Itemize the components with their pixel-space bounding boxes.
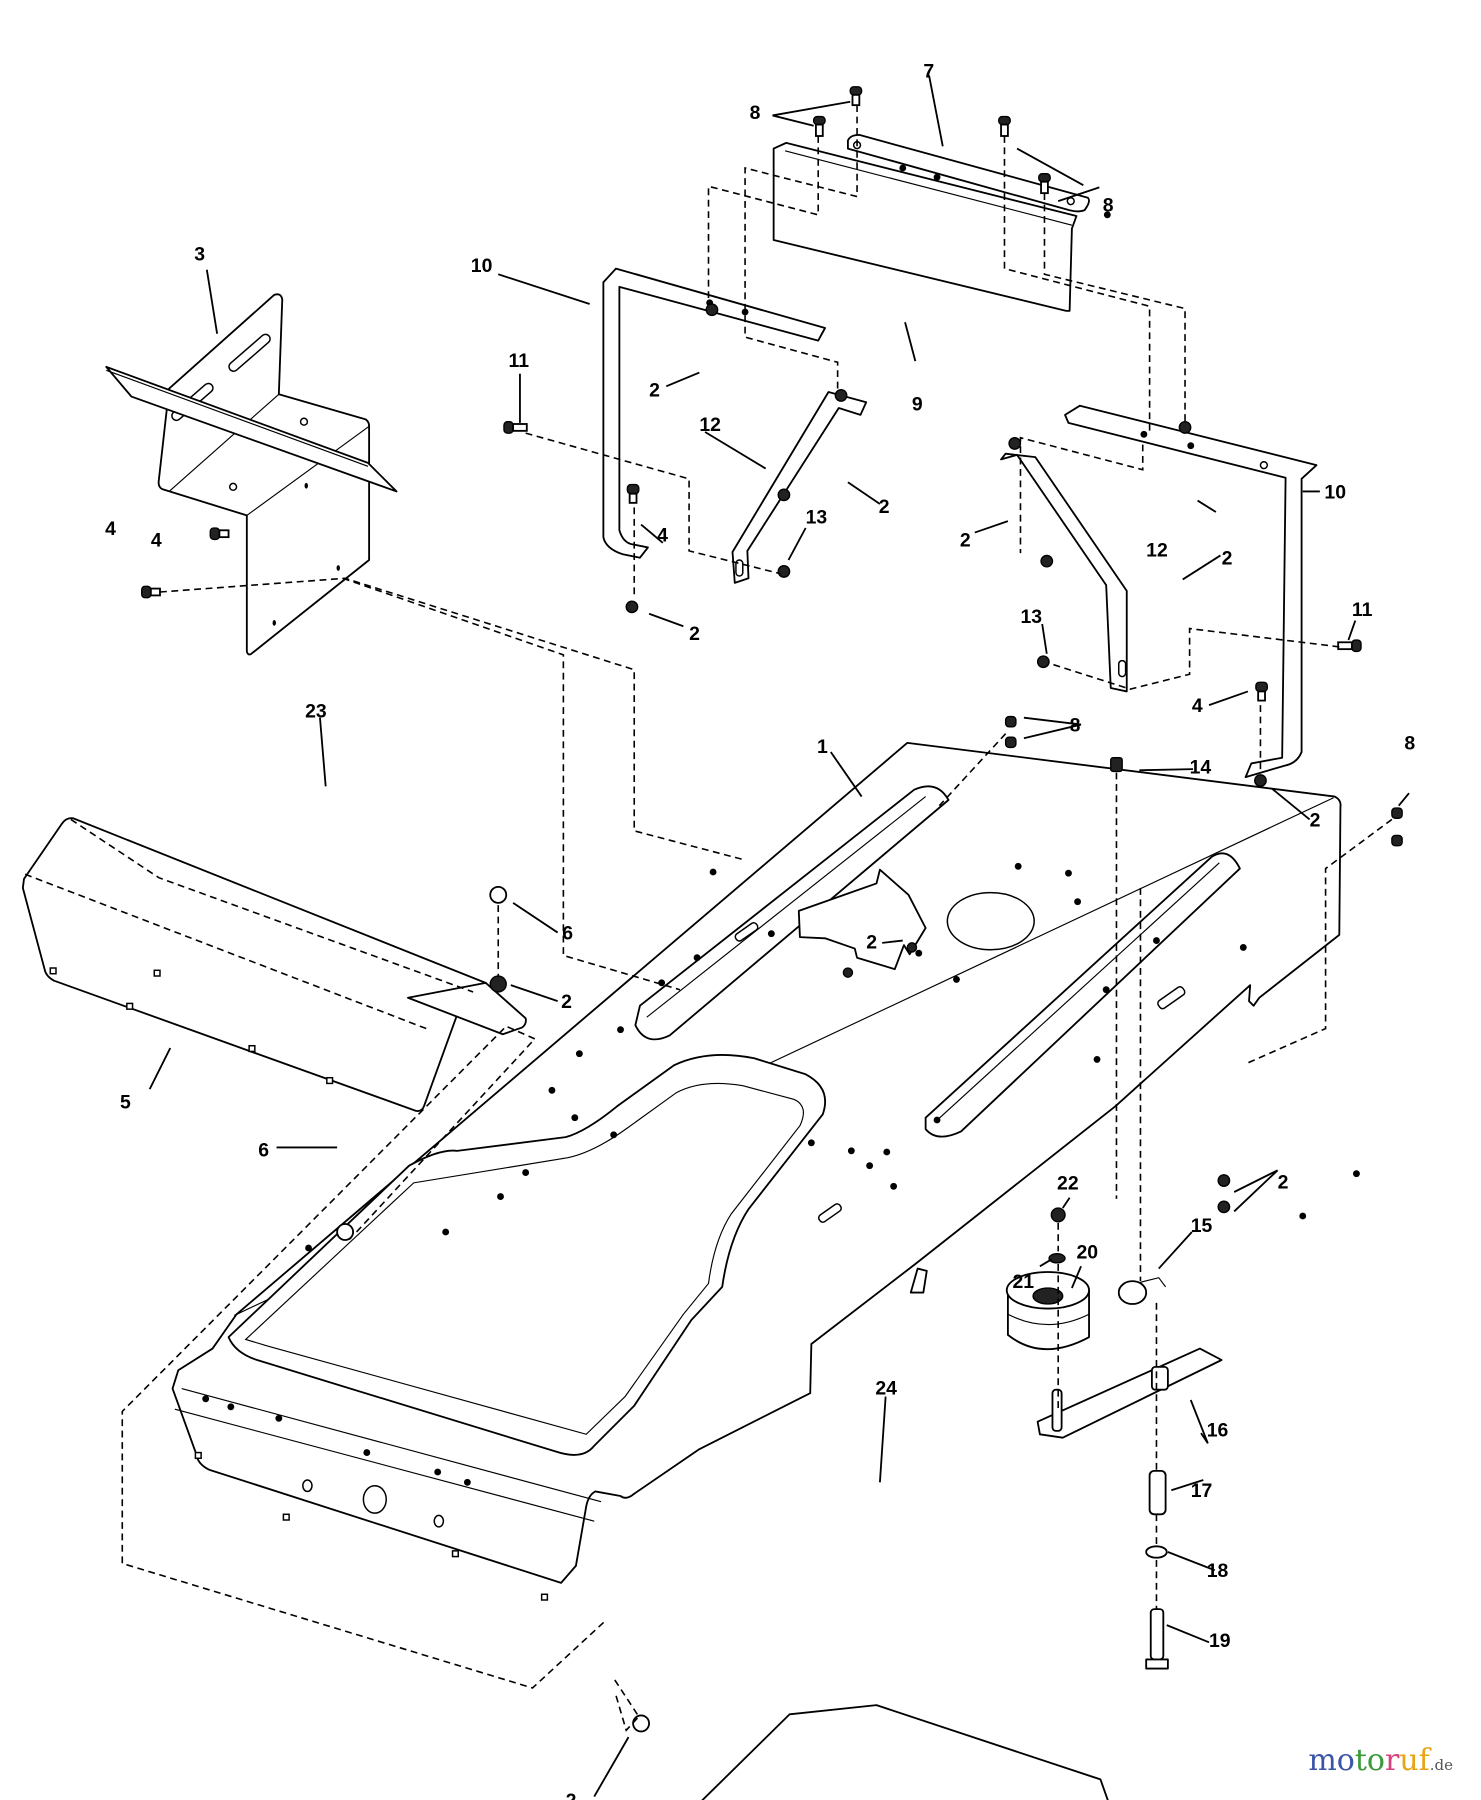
fasteners — [141, 86, 1403, 1733]
callout-20: 20 — [1076, 1241, 1098, 1263]
part-10-left-bracket — [602, 267, 826, 559]
callout-10: 10 — [471, 255, 493, 277]
callout-15: 15 — [1191, 1215, 1213, 1237]
part-7-strip — [847, 133, 1090, 213]
callout-2: 2 — [1278, 1172, 1289, 1194]
callout-4: 4 — [1192, 695, 1203, 717]
callout-2: 2 — [879, 496, 890, 518]
part-24-plate — [701, 1704, 1109, 1800]
callout-3: 3 — [194, 244, 205, 266]
callout-4: 4 — [151, 529, 162, 551]
watermark-part: r — [1384, 1743, 1400, 1778]
callout-2: 2 — [866, 932, 877, 954]
watermark-part: mo — [1308, 1743, 1355, 1778]
callout-4: 4 — [657, 525, 668, 547]
callout-4: 4 — [105, 518, 116, 540]
callout-23: 23 — [305, 701, 327, 723]
part-12-right-strut — [1000, 452, 1128, 693]
assembly-lines — [121, 105, 1393, 1732]
callout-2: 2 — [960, 529, 971, 551]
callout-6: 6 — [258, 1140, 269, 1162]
callout-12: 12 — [699, 414, 721, 436]
callout-22: 22 — [1057, 1173, 1079, 1195]
part-23-strip — [105, 365, 398, 493]
callout-13: 13 — [806, 506, 828, 528]
callout-16: 16 — [1207, 1420, 1229, 1442]
callout-11: 11 — [509, 350, 530, 372]
callout-2: 2 — [566, 1790, 577, 1800]
callout-2: 2 — [649, 380, 660, 402]
callout-12: 12 — [1146, 540, 1168, 562]
callout-1: 1 — [817, 736, 828, 758]
callout-13: 13 — [1020, 606, 1042, 628]
callout-11: 11 — [1352, 599, 1373, 621]
watermark-part: uf — [1399, 1743, 1430, 1778]
callout-8: 8 — [1070, 714, 1081, 736]
part-1-frame — [171, 741, 1360, 1601]
callout-2: 2 — [1222, 548, 1233, 570]
part-10-right-bracket — [1064, 404, 1318, 779]
callout-24: 24 — [875, 1377, 897, 1399]
leader-lines — [148, 75, 1410, 1798]
callout-18: 18 — [1207, 1560, 1229, 1582]
motoruf-watermark: motoruf.de — [1308, 1743, 1453, 1778]
callout-5: 5 — [120, 1092, 131, 1114]
watermark-tld: .de — [1429, 1756, 1453, 1774]
part-3-bracket — [157, 293, 371, 656]
callout-10: 10 — [1324, 481, 1346, 503]
part-12-left-strut — [731, 391, 868, 584]
callout-labels: 1 2 2 2 2 2 2 2 2 2 2 2 3 4 4 4 4 5 6 6 … — [105, 61, 1415, 1800]
callout-9: 9 — [912, 393, 923, 415]
part-5-shield — [21, 817, 527, 1112]
callout-2: 2 — [561, 991, 572, 1013]
callout-8: 8 — [1404, 733, 1415, 755]
pulley-assembly — [1005, 757, 1223, 1670]
callout-8: 8 — [750, 102, 761, 124]
callout-19: 19 — [1209, 1630, 1231, 1652]
callout-8: 8 — [1103, 194, 1114, 216]
callout-21: 21 — [1012, 1271, 1034, 1293]
callout-6: 6 — [562, 922, 573, 944]
callout-7: 7 — [923, 61, 934, 83]
callout-2: 2 — [1310, 809, 1321, 831]
callout-14: 14 — [1190, 757, 1212, 779]
callout-17: 17 — [1191, 1480, 1213, 1502]
watermark-part: to — [1354, 1743, 1385, 1778]
callout-2: 2 — [689, 623, 700, 645]
